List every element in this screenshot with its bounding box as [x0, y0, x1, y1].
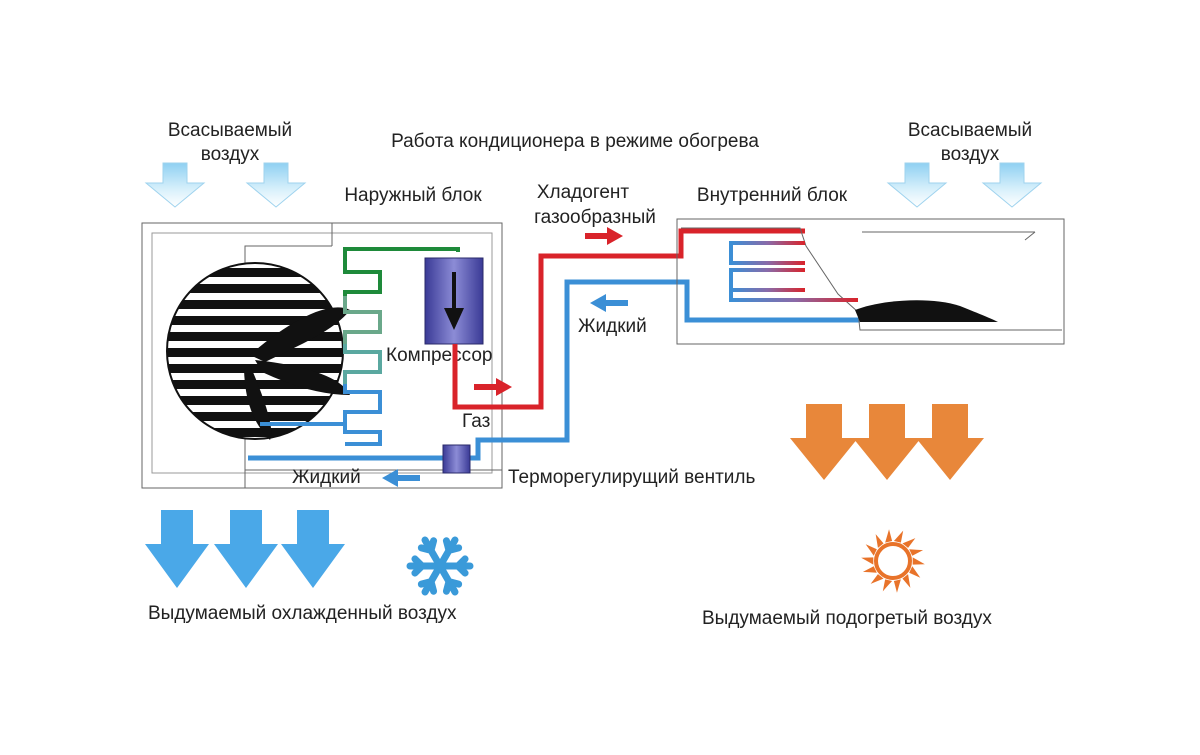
intake-right-label-line1: Всасываемый [908, 120, 1032, 141]
expansion-valve-icon [442, 444, 471, 474]
snowflake-arm [436, 536, 463, 570]
cold-arrow [214, 510, 278, 588]
warm-arrow [916, 404, 984, 480]
gas-line [452, 228, 805, 410]
snowflake-icon [406, 536, 474, 596]
fan-stripe [167, 332, 343, 341]
outdoor-unit-label: Наружный блок [344, 185, 482, 206]
liquid-label-bottom: Жидкий [292, 467, 361, 488]
snowflake-arm [417, 536, 444, 570]
intake-arrow [245, 162, 307, 208]
sun-ray [893, 530, 904, 543]
intake-arrows-left [144, 162, 307, 208]
sun-ray [912, 557, 925, 565]
sun-ray [909, 566, 921, 578]
sun-ray [861, 557, 874, 565]
intake-arrow [144, 162, 206, 208]
sun-ray [875, 534, 884, 548]
snowflake-arm [417, 562, 444, 596]
intake-right-label-line2: воздух [941, 144, 1000, 165]
intake-arrow [981, 162, 1043, 208]
warm-arrow [853, 404, 921, 480]
fan-stripe [167, 316, 343, 325]
fan-stripe [167, 428, 343, 437]
intake-left-label-line1: Всасываемый [168, 120, 292, 141]
snowflake-arm [436, 562, 463, 596]
sun-icon [861, 529, 925, 593]
sun-ray [902, 538, 916, 548]
sun-ray [902, 574, 911, 588]
fan-stripe [167, 300, 343, 309]
sun-ray [882, 579, 893, 592]
warm-air-label: Выдумаемый подогретый воздух [702, 608, 992, 629]
snowflake-arm [436, 555, 474, 577]
expansion-valve-label: Терморегулирущий вентиль [508, 467, 755, 488]
fan-icon [166, 262, 350, 440]
cold-arrow [281, 510, 345, 588]
liquid-line [248, 279, 860, 461]
cold-arrow [145, 510, 209, 588]
sun-ray [893, 579, 901, 593]
liquid-label-top: Жидкий [578, 316, 647, 337]
sun-ray [870, 574, 884, 584]
indoor-blower [855, 300, 998, 322]
sun-ray [862, 566, 877, 573]
gas-label: Газ [462, 411, 490, 432]
sun-ray [909, 549, 924, 556]
intake-arrow [886, 162, 948, 208]
fan-stripe [167, 284, 343, 293]
snowflake-arm [406, 555, 444, 577]
indoor-unit-label: Внутренний блок [697, 185, 848, 206]
flow-arrow-liquid-2 [382, 469, 420, 487]
cold-air-label: Выдумаемый охлажденный воздух [148, 603, 457, 624]
compressor-icon [424, 257, 484, 345]
indoor-unit [676, 218, 1065, 345]
warm-arrow [790, 404, 858, 480]
refrigerant-label-line1: Хладогент [537, 182, 630, 203]
refrigerant-label-line2: газообразный [534, 207, 656, 228]
flow-arrow-gas-1 [474, 378, 512, 396]
outdoor-coil [260, 247, 460, 446]
sun-ray [865, 544, 877, 556]
intake-left-label-line2: воздух [201, 144, 260, 165]
fan-stripe [167, 364, 343, 373]
diagram-title: Работа кондиционера в режиме обогрева [391, 131, 759, 152]
compressor-label: Компрессор [386, 345, 492, 366]
flow-arrow-liquid-1 [590, 294, 628, 312]
sun-ray [885, 529, 893, 543]
intake-arrows-right [886, 162, 1043, 208]
fan-stripe [167, 268, 343, 277]
cold-air-arrows [145, 510, 345, 588]
flow-arrow-gas-2 [585, 227, 623, 245]
warm-air-arrows [790, 404, 984, 480]
indoor-coil [729, 241, 858, 302]
